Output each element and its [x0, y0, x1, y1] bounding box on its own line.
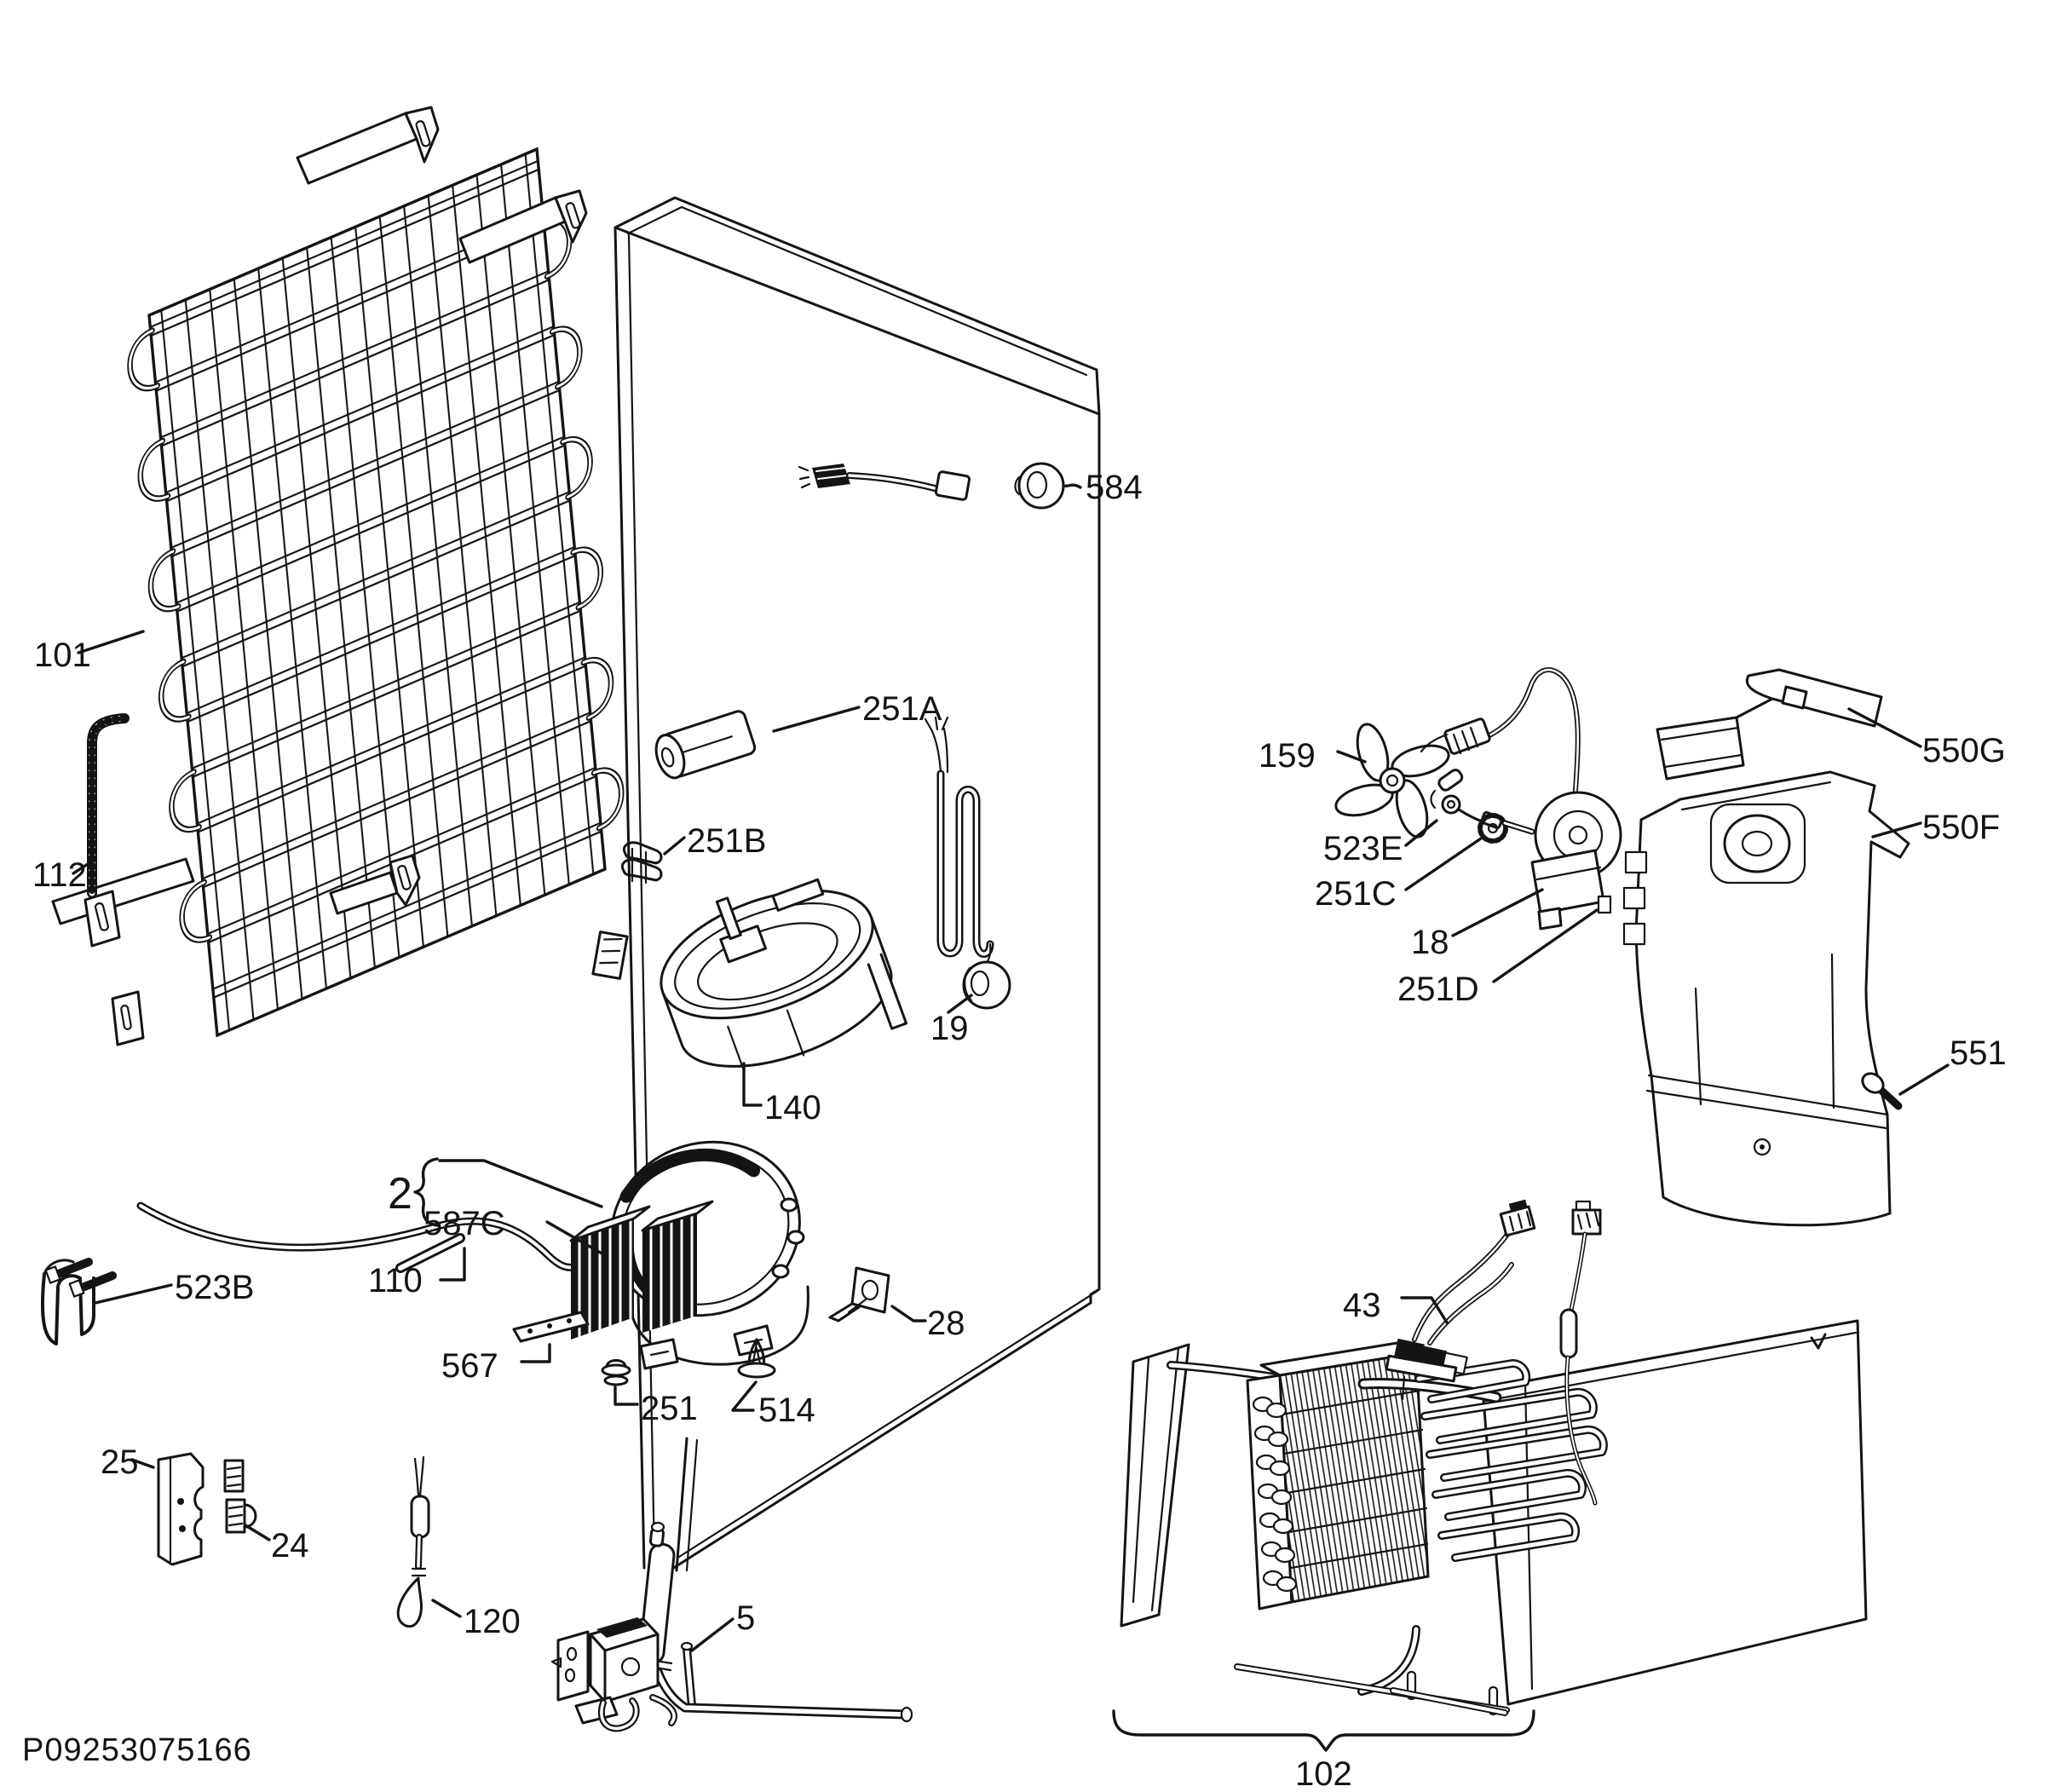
- bracket-25: [157, 1452, 204, 1566]
- drip-tray-140: [660, 878, 908, 1071]
- part-label-110: 110: [368, 1262, 423, 1299]
- part-label-24: 24: [271, 1527, 309, 1564]
- part-label-159: 159: [1259, 737, 1316, 775]
- part-label-251A: 251A: [862, 690, 942, 728]
- condenser-tube-bends: [127, 216, 625, 943]
- wiring-harness-43: [1385, 1199, 1602, 1506]
- part-label-251D: 251D: [1397, 971, 1479, 1008]
- valve-assembly-5: [550, 1521, 913, 1732]
- fixings-24: [223, 1459, 257, 1534]
- drain-heater-19: [924, 716, 1011, 1010]
- part-label-523B: 523B: [175, 1269, 254, 1306]
- part-label-18: 18: [1411, 924, 1449, 961]
- part-label-251C: 251C: [1315, 875, 1397, 913]
- part-label-551: 551: [1950, 1034, 2007, 1072]
- condenser-foot: [111, 990, 145, 1046]
- part-label-112: 112: [32, 856, 87, 894]
- defrost-thermostat-584: [798, 462, 1065, 510]
- evaporator-tube-ends: [1252, 1396, 1298, 1593]
- drier-tube-112: [87, 713, 130, 898]
- evaporator-side-plate: [1120, 1343, 1190, 1628]
- part-label-19: 19: [930, 1010, 969, 1047]
- part-label-514: 514: [758, 1392, 815, 1429]
- sleeve-251A: [654, 710, 757, 780]
- condenser-bracket-top-left: [296, 106, 440, 185]
- rail-567: [512, 1311, 590, 1343]
- part-label-550G: 550G: [1922, 732, 2006, 769]
- part-label-101: 101: [34, 637, 91, 674]
- solenoid-body: [589, 1617, 660, 1703]
- part-label-251: 251: [641, 1390, 698, 1427]
- clamp-screw: [44, 1258, 93, 1284]
- brace-102: [1112, 1709, 1535, 1752]
- sensor-523E: [1430, 769, 1504, 829]
- part-label-2: 2: [388, 1169, 412, 1219]
- condenser-grid-101: [51, 106, 625, 1271]
- condenser-bracket-top-right: [458, 189, 588, 264]
- air-duct-550G: [1656, 668, 1883, 781]
- part-label-25: 25: [101, 1443, 139, 1481]
- part-label-587C: 587C: [423, 1205, 505, 1242]
- part-label-251B: 251B: [687, 822, 766, 860]
- evaporator-102: [1112, 1199, 1868, 1752]
- part-label-140: 140: [764, 1089, 821, 1126]
- cover-plate-fragment: [591, 931, 629, 980]
- clip-251B: [621, 841, 663, 884]
- part-label-5: 5: [736, 1599, 755, 1637]
- screw-551: [1861, 1072, 1903, 1110]
- evaporator-back-plate: [1406, 1319, 1868, 1716]
- part-label-550F: 550F: [1922, 809, 2000, 846]
- leader-lines: [72, 483, 1950, 1652]
- part-label-28: 28: [927, 1305, 965, 1342]
- part-label-567: 567: [441, 1347, 498, 1385]
- thermostat-probe-120: [396, 1455, 430, 1628]
- clamp-523B: [41, 1258, 117, 1345]
- clip-251D: [1597, 895, 1612, 914]
- evaporator-serpentine: [1414, 1358, 1608, 1562]
- coupling-251C: [1478, 813, 1508, 844]
- grommet-514: [737, 1338, 776, 1379]
- bracket-28: [828, 1266, 890, 1322]
- cabinet-outline: [614, 196, 1101, 1572]
- part-label-523E: 523E: [1323, 830, 1403, 867]
- part-label-43: 43: [1343, 1287, 1381, 1324]
- grommet-251: [601, 1359, 631, 1386]
- fan-housing-550F: [1622, 770, 1910, 1227]
- fan-motor-18: [1420, 667, 1622, 931]
- document-code: P09253075166: [22, 1732, 252, 1768]
- rod-110: [395, 1233, 465, 1273]
- fan-blade-159: [1334, 723, 1450, 838]
- part-label-120: 120: [464, 1603, 521, 1640]
- condenser-bracket-lower-right: [329, 854, 421, 915]
- starter-heatsink-587C: [569, 1200, 714, 1340]
- condenser-bracket-lower-left: [51, 857, 195, 948]
- part-label-102: 102: [1295, 1755, 1352, 1792]
- clamp-screw: [68, 1271, 117, 1298]
- part-label-584: 584: [1086, 469, 1143, 506]
- part-labels: 101 112 584 251A 251B 19 140 2 587C 110 …: [22, 469, 2007, 1792]
